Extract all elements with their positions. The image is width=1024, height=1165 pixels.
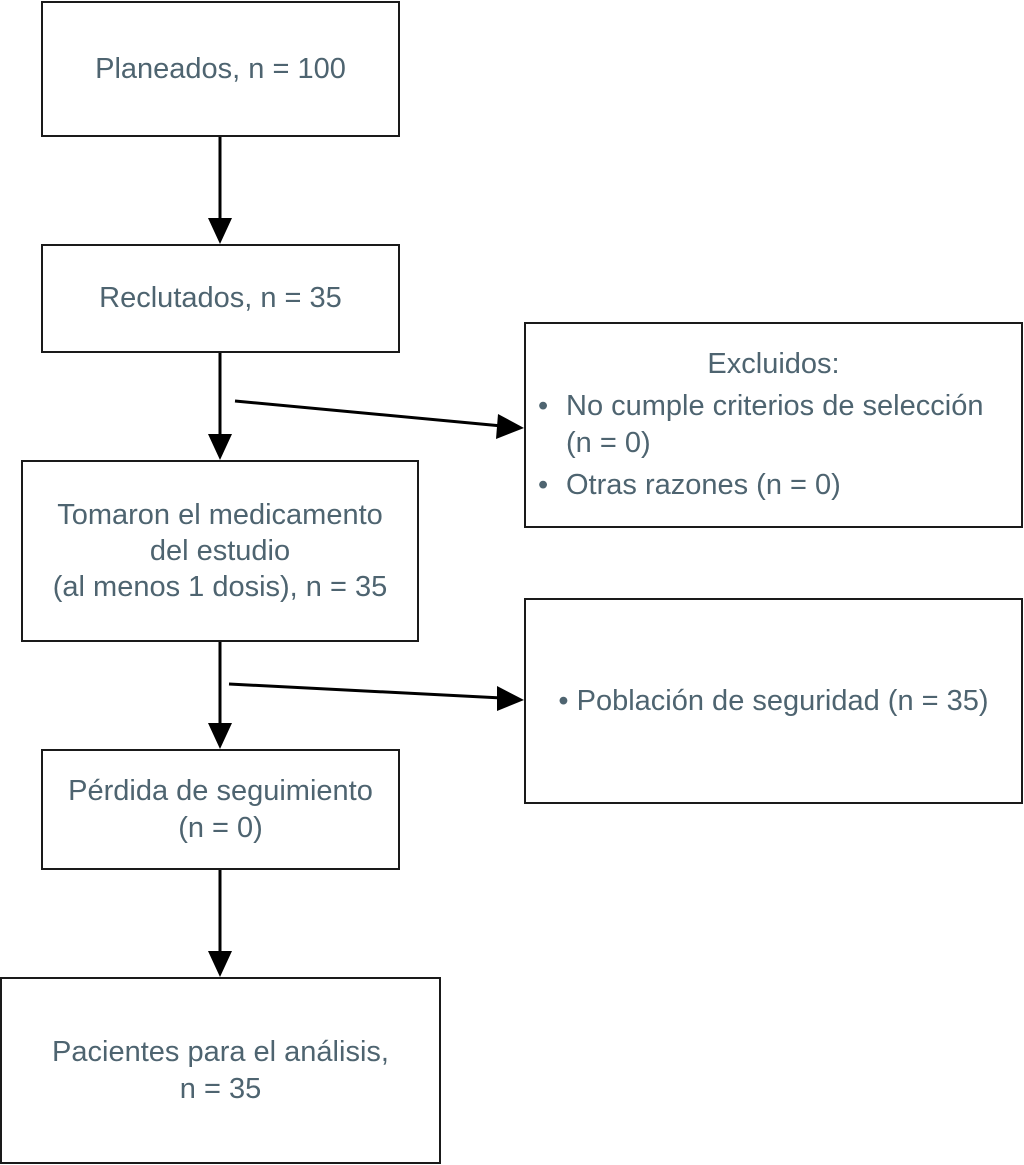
safety-population-label: • Población de seguridad (n = 35): [558, 684, 989, 717]
excluded-item-other: • Otras razones (n = 0): [538, 467, 983, 503]
excluded-title: Excluidos:: [707, 348, 840, 380]
recruited-label: Reclutados, n = 35: [99, 282, 342, 315]
arrowhead-lost-to-analysis: [208, 951, 232, 977]
analysis-box: Pacientes para el análisis, n = 35: [0, 977, 441, 1164]
analysis-line1: Pacientes para el análisis,: [52, 1036, 389, 1069]
took-drug-line1: Tomaron el medicamento: [57, 498, 383, 531]
lost-followup-line2: (n = 0): [178, 811, 263, 844]
safety-population-box: • Población de seguridad (n = 35): [524, 598, 1023, 804]
arrow-to-safety: [228, 682, 503, 700]
excluded-item-other-line1: Otras razones (n = 0): [566, 468, 841, 501]
arrowhead-planned-to-recruited: [208, 218, 232, 244]
excluded-list: • No cumple criterios de selección (n = …: [526, 388, 983, 509]
arrow-to-excluded: [234, 399, 503, 428]
arrowhead-recruited-to-took: [208, 434, 232, 460]
excluded-item-criteria-line1: No cumple criterios de selección: [566, 390, 984, 423]
planned-label: Planeados, n = 100: [95, 52, 346, 85]
analysis-line2: n = 35: [179, 1072, 262, 1105]
excluded-item-criteria-line2: (n = 0): [566, 426, 651, 459]
bullet-icon: •: [538, 390, 549, 423]
took-drug-box: Tomaron el medicamento del estudio (al m…: [21, 460, 419, 642]
arrowhead-to-excluded: [496, 414, 524, 439]
bullet-icon: •: [538, 468, 549, 501]
planned-box: Planeados, n = 100: [41, 1, 400, 137]
arrowhead-took-to-lost: [208, 723, 232, 749]
arrowhead-to-safety: [497, 686, 524, 711]
took-drug-line2: del estudio: [149, 534, 291, 567]
took-drug-line3: (al menos 1 dosis), n = 35: [52, 571, 388, 604]
lost-followup-box: Pérdida de seguimiento (n = 0): [41, 749, 400, 870]
lost-followup-line1: Pérdida de seguimiento: [68, 775, 373, 808]
excluded-item-criteria: • No cumple criterios de selección (n = …: [538, 388, 983, 461]
recruited-box: Reclutados, n = 35: [41, 244, 400, 353]
excluded-box: Excluidos: • No cumple criterios de sele…: [524, 322, 1023, 528]
